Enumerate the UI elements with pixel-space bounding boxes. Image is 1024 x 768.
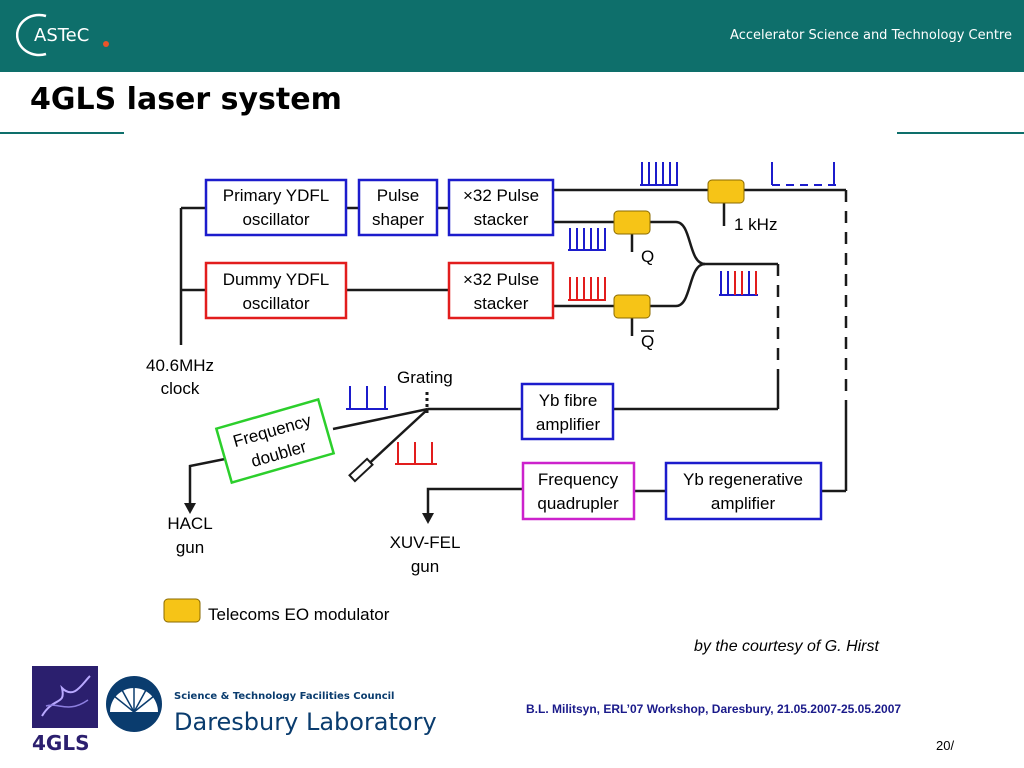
q-label: Q xyxy=(641,247,654,266)
pulse-train-qbar-icon xyxy=(568,277,606,301)
page-number: 20/ xyxy=(936,738,955,753)
pulse-train-top-icon xyxy=(640,162,678,186)
astec-logo: ASTeC xyxy=(16,13,109,57)
pulse-shaper-line2: shaper xyxy=(372,210,424,229)
lab-name: Daresbury Laboratory xyxy=(174,708,437,736)
4gls-logo-text: 4GLS xyxy=(32,731,89,754)
stfc-text: Science & Technology Facilities Council xyxy=(174,691,394,702)
yb-regen-line1: Yb regenerative xyxy=(683,470,803,489)
eo-modulator-q-icon xyxy=(613,210,651,235)
dashed-lines xyxy=(776,190,848,407)
q-bar-label: Q xyxy=(641,332,654,351)
mirror-icon xyxy=(348,457,374,483)
xuv-label-line1: XUV-FEL xyxy=(390,533,461,552)
pulse-stacker-bottom-box: ×32 Pulse stacker xyxy=(447,261,555,320)
pulse-stacker-bottom-line1: ×32 Pulse xyxy=(463,270,539,289)
clock-label-line1: 40.6MHz xyxy=(146,356,214,375)
hacl-arrow-icon xyxy=(184,503,196,514)
primary-oscillator-box: Primary YDFL oscillator xyxy=(204,178,348,237)
hacl-label-line1: HACL xyxy=(167,514,212,533)
title-rule-left xyxy=(0,132,124,134)
legend-label: Telecoms EO modulator xyxy=(208,605,390,624)
pulse-train-icons xyxy=(346,162,836,465)
xuv-arrow-icon xyxy=(422,513,434,524)
daresbury-logo: Science & Technology Facilities Council … xyxy=(106,676,437,736)
frequency-quadrupler-line2: quadrupler xyxy=(537,494,619,513)
slide-title: 4GLS laser system xyxy=(30,82,342,117)
pulse-train-grating-icon xyxy=(346,386,388,410)
dummy-oscillator-line1: Dummy YDFL xyxy=(223,270,329,289)
pulse-stacker-top-line2: stacker xyxy=(474,210,529,229)
pulse-train-1khz-icon xyxy=(771,162,836,186)
yb-regen-line2: amplifier xyxy=(711,494,776,513)
yb-fibre-line2: amplifier xyxy=(536,415,601,434)
footer-reference: B.L. Militsyn, ERL’07 Workshop, Daresbur… xyxy=(526,702,902,716)
legend: Telecoms EO modulator xyxy=(163,598,390,624)
pulse-stacker-top-line1: ×32 Pulse xyxy=(463,186,539,205)
yb-fibre-amplifier-box: Yb fibre amplifier xyxy=(520,382,615,441)
title-rule-right xyxy=(897,132,1024,134)
yb-fibre-line1: Yb fibre xyxy=(539,391,598,410)
frequency-quadrupler-box: Frequency quadrupler xyxy=(521,461,636,521)
pulse-shaper-line1: Pulse xyxy=(377,186,420,205)
frequency-doubler-box: Frequency doubler xyxy=(214,397,336,485)
dummy-oscillator-line2: oscillator xyxy=(242,294,309,313)
primary-oscillator-line2: oscillator xyxy=(242,210,309,229)
sunburst-icon xyxy=(113,687,155,713)
eo-modulator-top-icon xyxy=(707,179,745,204)
legend-modulator-icon xyxy=(163,598,201,623)
dummy-oscillator-box: Dummy YDFL oscillator xyxy=(204,261,348,320)
hacl-label-line2: gun xyxy=(176,538,204,557)
grating-label: Grating xyxy=(397,368,453,387)
primary-oscillator-line1: Primary YDFL xyxy=(223,186,329,205)
pulse-train-q-icon xyxy=(568,228,606,251)
pulse-shaper-box: Pulse shaper xyxy=(357,178,439,237)
pulse-stacker-top-box: ×32 Pulse stacker xyxy=(447,178,555,237)
courtesy-note: by the courtesy of G. Hirst xyxy=(694,638,879,655)
frequency-quadrupler-line1: Frequency xyxy=(538,470,619,489)
pulse-stacker-bottom-line2: stacker xyxy=(474,294,529,313)
pulse-train-xuv-icon xyxy=(395,442,437,465)
khz-label: 1 kHz xyxy=(734,215,777,234)
connection-lines xyxy=(179,188,848,515)
eo-modulator-qbar-icon xyxy=(613,294,651,319)
pulse-train-merged-icon xyxy=(719,271,758,296)
4gls-logo: 4GLS xyxy=(32,666,98,754)
clock-label-line2: clock xyxy=(161,379,200,398)
astec-logo-text: ASTeC xyxy=(34,25,89,46)
xuv-label-line2: gun xyxy=(411,557,439,576)
yb-regenerative-amplifier-box: Yb regenerative amplifier xyxy=(664,461,823,521)
header-bar: ASTeC Accelerator Science and Technology… xyxy=(0,0,1024,72)
header-title: Accelerator Science and Technology Centr… xyxy=(730,28,1012,43)
